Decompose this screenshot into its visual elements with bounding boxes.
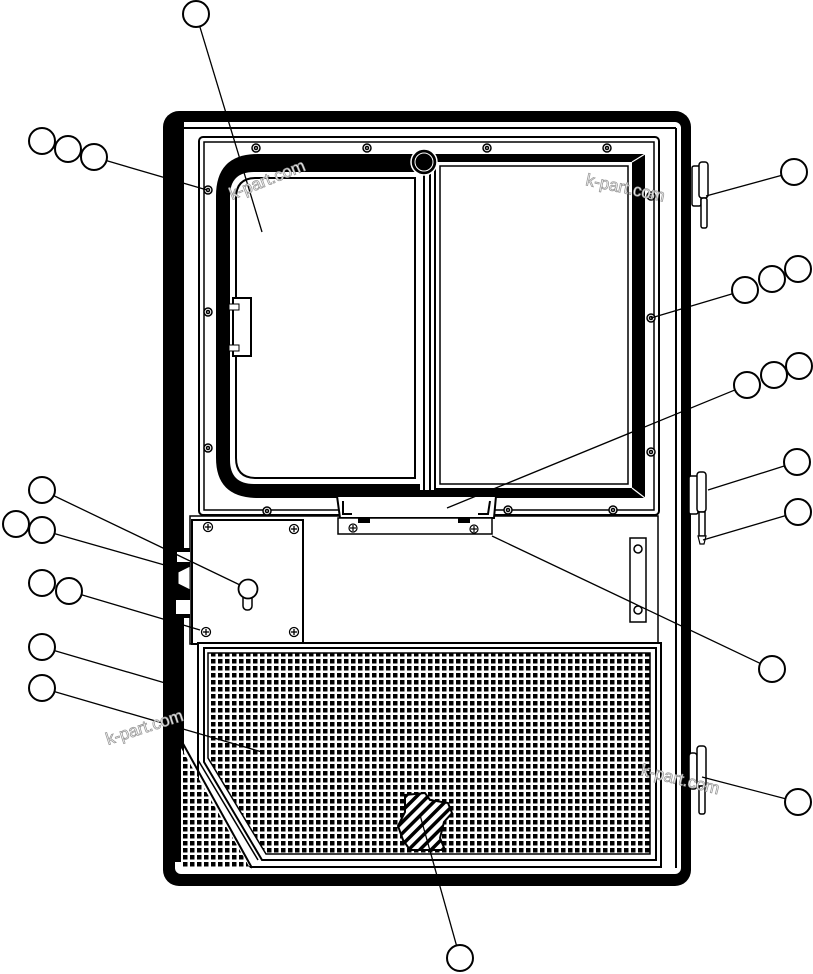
callout-circle [785,352,813,380]
callout-circle [783,448,811,476]
callout-circle [28,127,56,155]
callout-circle [55,577,83,605]
bolt-icon [203,443,213,453]
callout-circle [182,0,210,28]
callout-circle [780,158,808,186]
mesh-panel-callout [28,674,263,753]
lock-plate [191,519,304,645]
callout-circle [2,510,30,538]
door-latch [172,548,191,618]
hinge-pin-callout [702,498,812,541]
callout-circle [731,276,759,304]
bolt-icon [262,506,272,516]
leader-line [54,532,183,571]
bolt-icon [482,143,492,153]
handle-bar-callout [446,352,813,509]
callout-circle [758,655,786,683]
leader-line [419,814,458,946]
door-seal-strip [172,122,184,862]
window-glass-callout [182,0,263,233]
leader-line [446,389,736,509]
latch-callout-b [28,569,201,631]
leader-line [54,650,173,686]
frame-bolts [203,143,656,516]
lower-hinge [688,745,707,815]
window-latch[interactable] [228,297,252,357]
callout-circle [28,633,56,661]
middle-hinge-callout [707,448,811,491]
callout-circle [784,788,812,816]
callout-circle [760,361,788,389]
bolt-icon [602,143,612,153]
callout-circle [54,135,82,163]
callout-circle [28,516,56,544]
callout-circle [784,498,812,526]
callout-circle [446,944,474,972]
bolt-icon [646,447,656,457]
screw-icon [348,523,479,534]
leader-line [199,26,263,233]
callout-circle [80,143,108,171]
leader-line [81,594,201,631]
bolt-icon [646,191,656,201]
lock-cylinder-icon[interactable] [237,578,259,611]
leader-line [701,776,786,800]
side-bracket [629,537,647,623]
callout-circle [733,371,761,399]
door-seal-callout [28,633,173,686]
leader-line [54,691,263,753]
leader-line [491,535,761,665]
window-frame-bolt-callout-right [650,255,812,319]
callout-circle [28,569,56,597]
lock-cylinder-callout [28,476,241,586]
bolt-icon [503,505,513,515]
latch-callout-a [2,510,183,571]
window-frame-bolt-callout-left [28,127,208,191]
leader-line [53,495,241,586]
upper-hinge [691,161,709,229]
bolt-icon [608,505,618,515]
leader-line [106,160,208,191]
leader-line [650,293,733,319]
callout-circle [28,476,56,504]
window-glass-frame [216,148,646,499]
leader-line [707,465,785,491]
bolt-icon [203,307,213,317]
callout-circle [758,265,786,293]
upper-hinge-callout [705,158,808,197]
middle-hinge [688,471,707,545]
insulation-pad [396,791,454,851]
leader-line [705,174,782,197]
screw-icon [200,521,300,638]
bolt-icon [362,143,372,153]
handle-bracket-callout [491,535,786,683]
insulation-pad-callout [419,814,474,972]
callout-circle [28,674,56,702]
lower-hinge-callout [701,776,812,816]
bolt-icon [251,143,261,153]
leader-line [702,515,786,541]
door-handle-bar[interactable] [335,495,498,535]
callout-circle [784,255,812,283]
